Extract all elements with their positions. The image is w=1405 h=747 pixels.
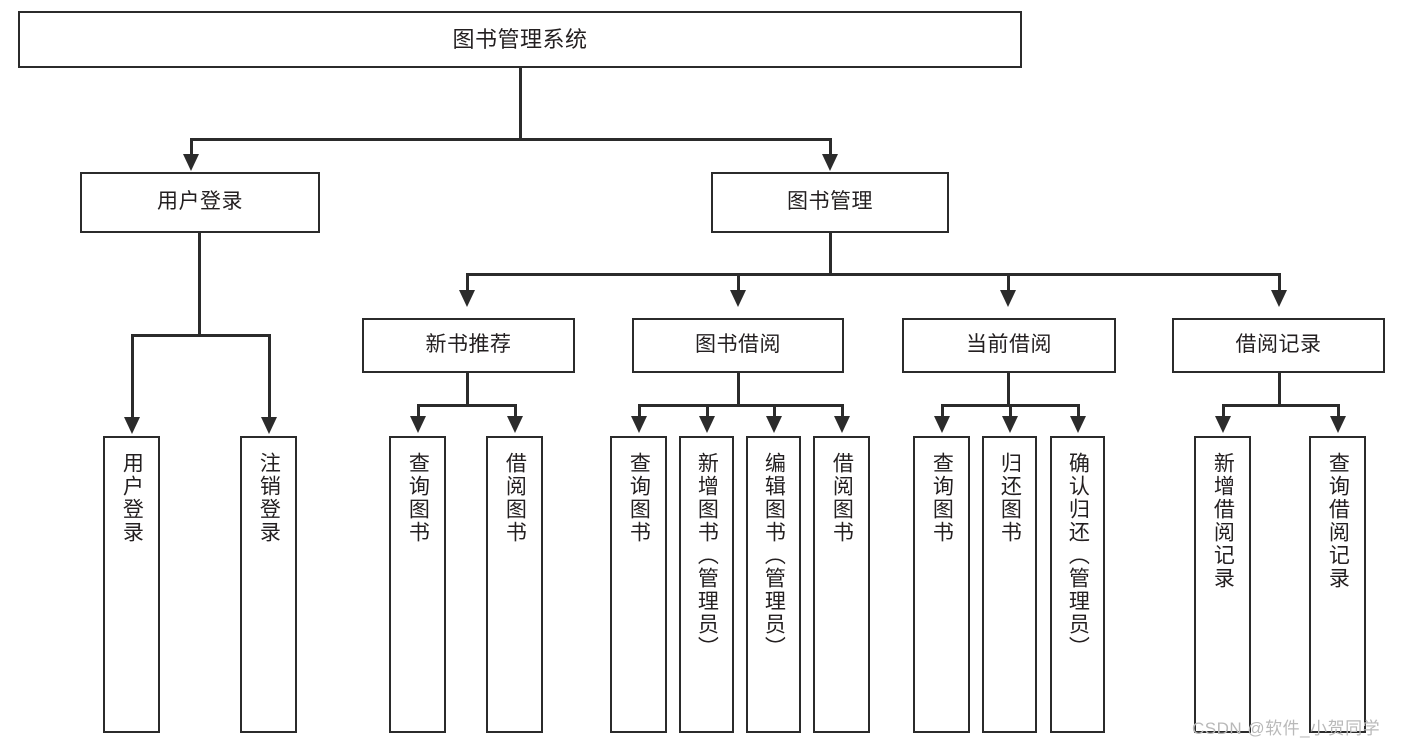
node-leaf-edit-book-label: 编辑图书（管理员） — [762, 452, 786, 659]
connector-root-stem — [519, 68, 522, 140]
connector-borrow-drop-4 — [841, 404, 844, 418]
connector-user-login-left-drop — [131, 334, 134, 420]
connector-borrow-drop-1 — [638, 404, 641, 418]
arrow-to-new-book-recommend — [459, 290, 475, 307]
connector-user-login-right-drop — [268, 334, 271, 420]
connector-current-stem — [1007, 373, 1010, 407]
connector-current-drop-2 — [1009, 404, 1012, 418]
connector-root-bus — [190, 138, 831, 141]
arrow-to-leaf-borrow-book-2 — [834, 416, 850, 433]
arrow-to-leaf-query-borrow-record — [1330, 416, 1346, 433]
node-leaf-borrow-book-1[interactable]: 借阅图书 — [486, 436, 543, 733]
connector-root-to-user-login — [190, 138, 193, 158]
connector-record-drop-1 — [1222, 404, 1225, 418]
arrow-to-leaf-confirm-return — [1070, 416, 1086, 433]
node-leaf-user-login[interactable]: 用户登录 — [103, 436, 160, 733]
node-leaf-query-book-2-label: 查询图书 — [627, 452, 651, 544]
node-leaf-query-borrow-record-label: 查询借阅记录 — [1326, 452, 1350, 590]
node-book-manage-label: 图书管理 — [787, 190, 873, 214]
connector-book-manage-to-recommend — [466, 273, 469, 293]
node-leaf-borrow-book-1-label: 借阅图书 — [503, 452, 527, 544]
arrow-to-leaf-add-book — [699, 416, 715, 433]
node-leaf-query-book-2[interactable]: 查询图书 — [610, 436, 667, 733]
node-leaf-query-book-3-label: 查询图书 — [930, 452, 954, 544]
arrow-to-leaf-user-login — [124, 417, 140, 434]
arrow-to-leaf-user-logout — [261, 417, 277, 434]
node-book-borrow-label: 图书借阅 — [695, 333, 781, 357]
connector-record-stem — [1278, 373, 1281, 407]
node-leaf-query-book-1-label: 查询图书 — [406, 452, 430, 544]
connector-current-drop-1 — [941, 404, 944, 418]
connector-recommend-drop-2 — [514, 404, 517, 418]
node-leaf-query-book-1[interactable]: 查询图书 — [389, 436, 446, 733]
node-leaf-borrow-book-2[interactable]: 借阅图书 — [813, 436, 870, 733]
connector-book-manage-to-current — [1007, 273, 1010, 293]
node-book-borrow[interactable]: 图书借阅 — [632, 318, 844, 373]
node-leaf-add-borrow-record-label: 新增借阅记录 — [1211, 452, 1235, 590]
arrow-to-leaf-add-borrow-record — [1215, 416, 1231, 433]
connector-borrow-drop-3 — [773, 404, 776, 418]
connector-user-login-stem — [198, 233, 201, 336]
node-leaf-return-book[interactable]: 归还图书 — [982, 436, 1037, 733]
node-new-book-recommend[interactable]: 新书推荐 — [362, 318, 575, 373]
connector-borrow-bus — [638, 404, 844, 407]
connector-recommend-stem — [466, 373, 469, 407]
connector-book-manage-to-record — [1278, 273, 1281, 293]
node-user-login[interactable]: 用户登录 — [80, 172, 320, 233]
node-leaf-return-book-label: 归还图书 — [998, 452, 1022, 544]
connector-recommend-bus — [417, 404, 516, 407]
arrow-to-leaf-borrow-book-1 — [507, 416, 523, 433]
arrow-to-book-borrow — [730, 290, 746, 307]
connector-user-login-bus — [131, 334, 270, 337]
arrow-to-borrow-record — [1271, 290, 1287, 307]
node-leaf-borrow-book-2-label: 借阅图书 — [830, 452, 854, 544]
node-borrow-record-label: 借阅记录 — [1235, 333, 1322, 357]
arrow-to-leaf-query-book-2 — [631, 416, 647, 433]
arrow-root-to-user-login — [183, 154, 199, 171]
arrow-to-leaf-return-book — [1002, 416, 1018, 433]
arrow-to-leaf-edit-book — [766, 416, 782, 433]
arrow-to-leaf-query-book-1 — [410, 416, 426, 433]
node-leaf-query-book-3[interactable]: 查询图书 — [913, 436, 970, 733]
connector-borrow-drop-2 — [706, 404, 709, 418]
arrow-to-leaf-query-book-3 — [934, 416, 950, 433]
arrow-root-to-book-manage — [822, 154, 838, 171]
connector-recommend-drop-1 — [417, 404, 420, 418]
connector-borrow-stem — [737, 373, 740, 407]
connector-book-manage-stem — [829, 233, 832, 275]
node-leaf-query-borrow-record[interactable]: 查询借阅记录 — [1309, 436, 1366, 733]
node-leaf-user-logout-label: 注销登录 — [257, 452, 281, 544]
node-leaf-user-logout[interactable]: 注销登录 — [240, 436, 297, 733]
node-user-login-label: 用户登录 — [157, 190, 243, 214]
node-leaf-add-borrow-record[interactable]: 新增借阅记录 — [1194, 436, 1251, 733]
arrow-to-current-borrow — [1000, 290, 1016, 307]
connector-record-bus — [1222, 404, 1339, 407]
node-new-book-recommend-label: 新书推荐 — [425, 333, 512, 357]
node-current-borrow[interactable]: 当前借阅 — [902, 318, 1116, 373]
node-leaf-confirm-return-label: 确认归还（管理员） — [1066, 452, 1090, 659]
connector-current-drop-3 — [1077, 404, 1080, 418]
node-book-manage[interactable]: 图书管理 — [711, 172, 949, 233]
node-root[interactable]: 图书管理系统 — [18, 11, 1022, 68]
node-leaf-confirm-return[interactable]: 确认归还（管理员） — [1050, 436, 1105, 733]
connector-book-manage-to-borrow — [737, 273, 740, 293]
node-leaf-add-book[interactable]: 新增图书（管理员） — [679, 436, 734, 733]
node-root-label: 图书管理系统 — [452, 26, 588, 52]
node-leaf-add-book-label: 新增图书（管理员） — [695, 452, 719, 659]
connector-book-manage-bus — [466, 273, 1280, 276]
node-borrow-record[interactable]: 借阅记录 — [1172, 318, 1385, 373]
csdn-watermark: CSDN @软件_小贺同学 — [1192, 719, 1381, 738]
node-leaf-edit-book[interactable]: 编辑图书（管理员） — [746, 436, 801, 733]
node-leaf-user-login-label: 用户登录 — [120, 452, 144, 544]
node-current-borrow-label: 当前借阅 — [966, 333, 1052, 357]
connector-record-drop-2 — [1337, 404, 1340, 418]
connector-root-to-book-manage — [829, 138, 832, 158]
